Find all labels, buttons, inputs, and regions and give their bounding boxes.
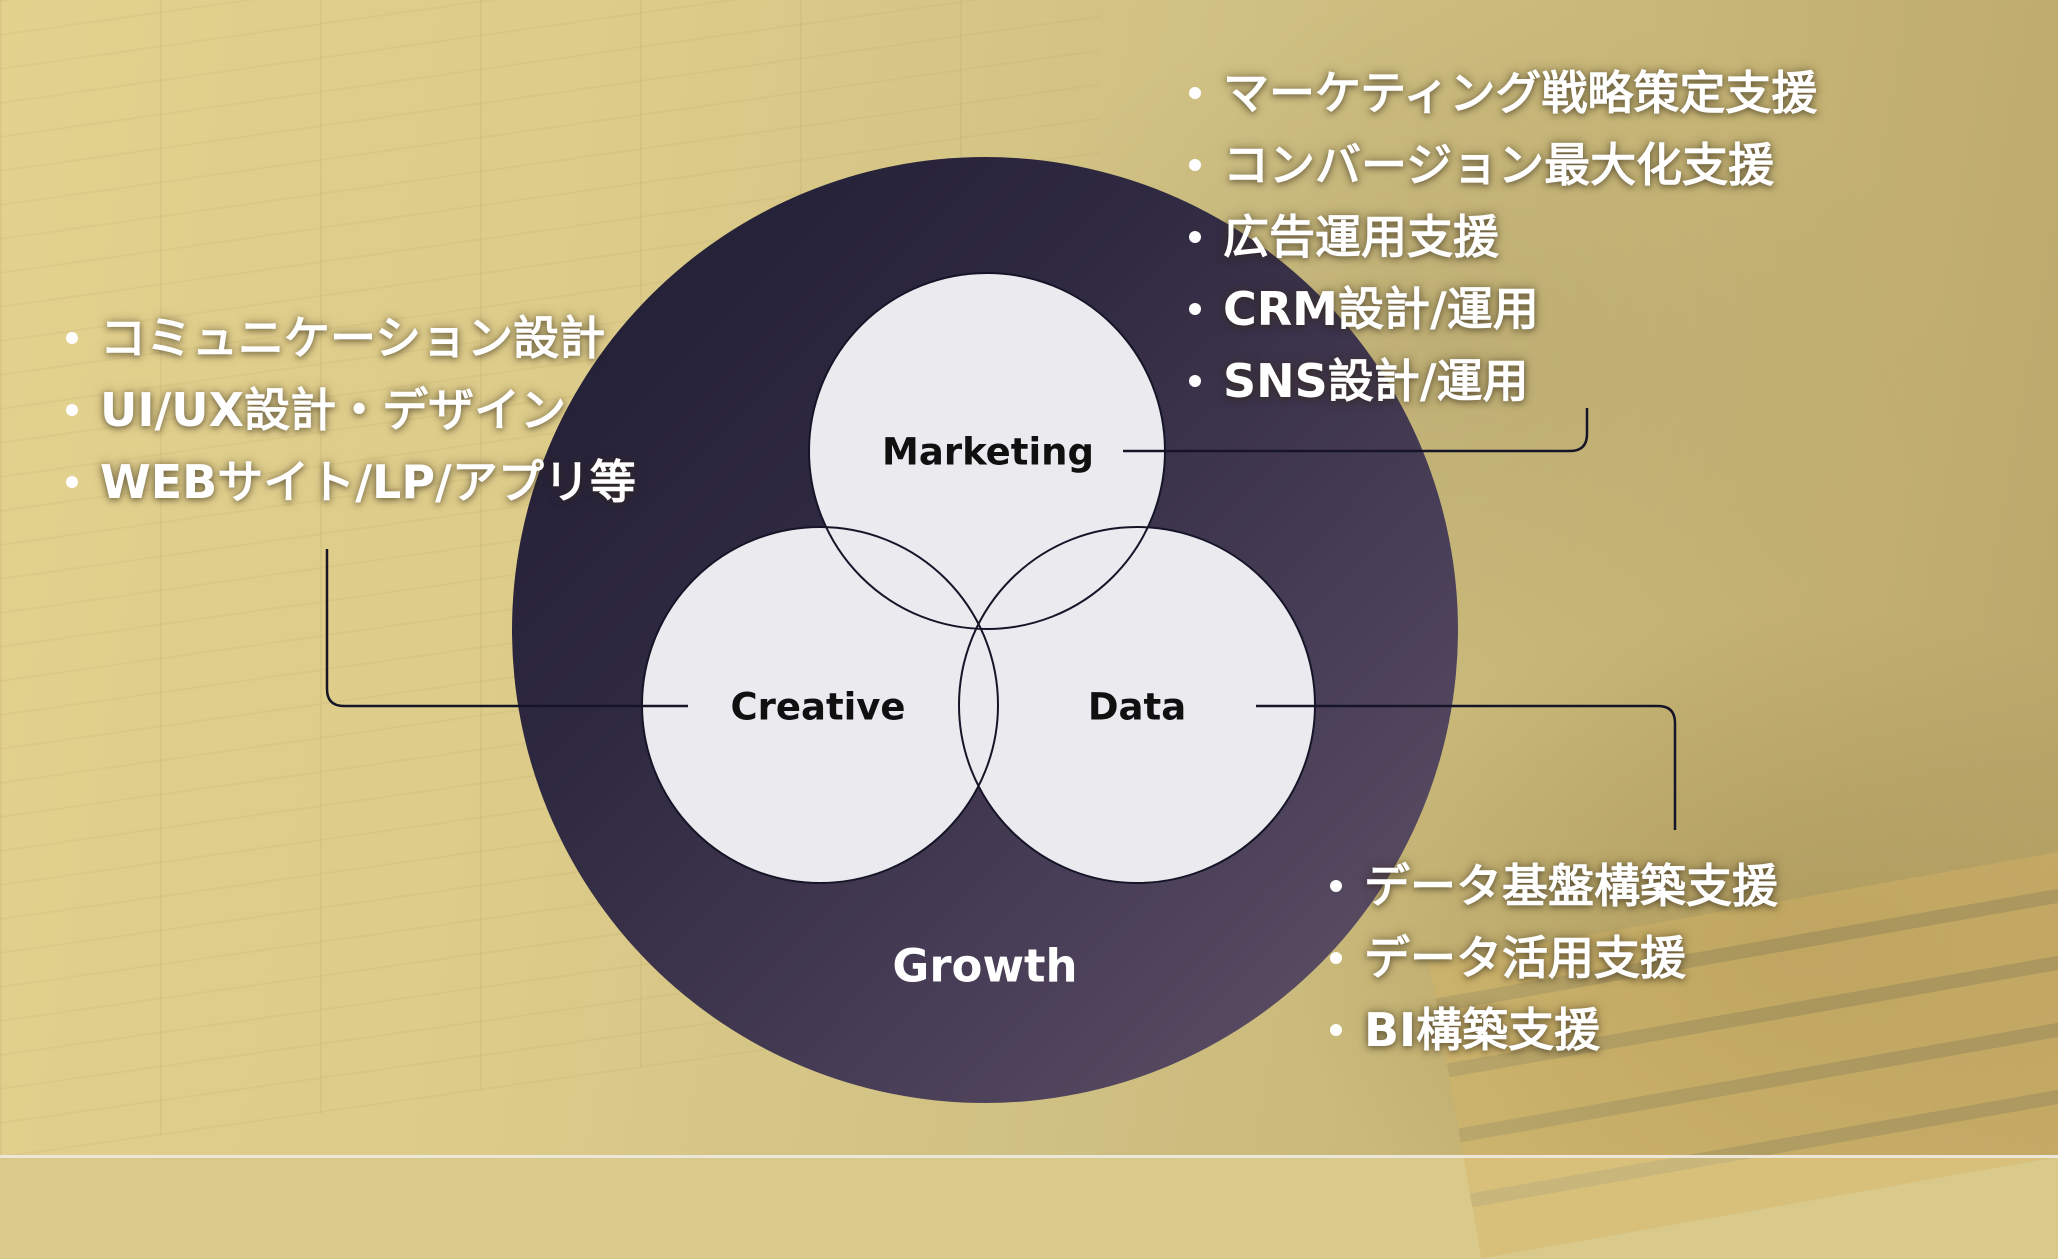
- list-item: コンバージョン最大化支援: [1189, 129, 1817, 201]
- list-item: BI構築支援: [1330, 994, 1778, 1066]
- list-item: UI/UX設計・デザイン: [66, 374, 636, 446]
- bottom-edge-strip: [0, 1155, 2058, 1158]
- list-item-text: CRM設計/運用: [1223, 282, 1539, 336]
- data-label: Data: [1087, 685, 1187, 729]
- bullet-icon: [66, 404, 78, 416]
- data-circle-fill: [959, 527, 1315, 883]
- list-item: コミュニケーション設計: [66, 302, 636, 374]
- list-item: データ活用支援: [1330, 922, 1778, 994]
- list-item-text: コミュニケーション設計: [100, 311, 606, 365]
- marketing-label: Marketing: [882, 430, 1094, 474]
- list-item-text: SNS設計/運用: [1223, 354, 1529, 408]
- bullet-icon: [1330, 880, 1342, 892]
- bullet-icon: [66, 476, 78, 488]
- bullet-icon: [1330, 1024, 1342, 1036]
- bullet-icon: [1189, 231, 1201, 243]
- bullet-icon: [1189, 159, 1201, 171]
- bullet-icon: [1189, 87, 1201, 99]
- creative-connector-line: [325, 549, 688, 708]
- list-item: 広告運用支援: [1189, 201, 1817, 273]
- list-item: WEBサイト/LP/アプリ等: [66, 446, 636, 518]
- growth-label: Growth: [892, 939, 1078, 993]
- bullet-icon: [66, 332, 78, 344]
- list-item: CRM設計/運用: [1189, 273, 1817, 345]
- marketing-services-list: マーケティング戦略策定支援 コンバージョン最大化支援 広告運用支援 CRM設計/…: [1189, 57, 1817, 417]
- venn-diagram: [325, 272, 1677, 884]
- list-item-text: WEBサイト/LP/アプリ等: [100, 455, 636, 509]
- creative-services-list: コミュニケーション設計 UI/UX設計・デザイン WEBサイト/LP/アプリ等: [66, 302, 636, 518]
- creative-label: Creative: [730, 685, 906, 729]
- bullet-icon: [1330, 952, 1342, 964]
- list-item-text: コンバージョン最大化支援: [1223, 138, 1775, 192]
- list-item-text: UI/UX設計・デザイン: [100, 383, 567, 437]
- marketing-connector-line: [1123, 408, 1589, 453]
- list-item-text: 広告運用支援: [1223, 210, 1499, 264]
- list-item: SNS設計/運用: [1189, 345, 1817, 417]
- creative-circle-fill: [642, 527, 998, 883]
- list-item-text: マーケティング戦略策定支援: [1223, 66, 1818, 120]
- bullet-icon: [1189, 303, 1201, 315]
- list-item-text: データ活用支援: [1364, 931, 1686, 985]
- bullet-icon: [1189, 375, 1201, 387]
- list-item: データ基盤構築支援: [1330, 850, 1778, 922]
- data-connector-line: [1256, 704, 1677, 830]
- list-item-text: BI構築支援: [1364, 1003, 1601, 1057]
- list-item: マーケティング戦略策定支援: [1189, 57, 1817, 129]
- list-item-text: データ基盤構築支援: [1364, 859, 1778, 913]
- data-services-list: データ基盤構築支援 データ活用支援 BI構築支援: [1330, 850, 1778, 1066]
